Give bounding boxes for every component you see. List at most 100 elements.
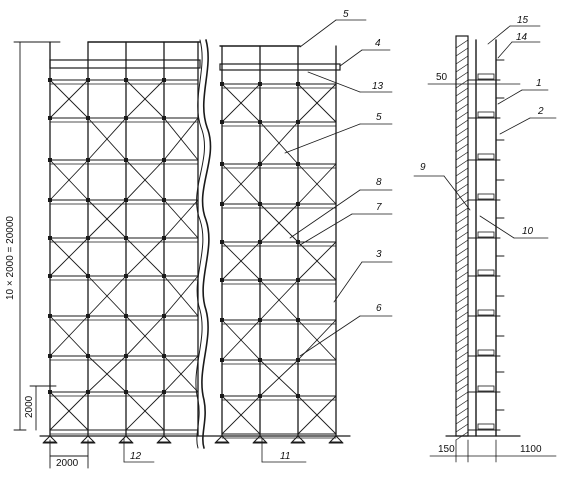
left-brace (125, 79, 165, 119)
callout-15: 15 (517, 15, 529, 26)
break-line-inner (195, 39, 206, 449)
side-deck-board (477, 153, 495, 160)
left-coupler (86, 314, 90, 318)
hatch-line (455, 183, 469, 193)
hatch-line (455, 351, 469, 361)
left-brace (87, 355, 127, 393)
left-coupler (86, 198, 90, 202)
right-coupler (296, 162, 300, 166)
left-coupler (162, 314, 166, 318)
top-platform (49, 59, 201, 69)
side-section: 50 150 1100 15 14 1 2 9 10 (413, 15, 557, 463)
callout-6: 6 (376, 303, 382, 314)
left-coupler (124, 314, 128, 318)
top-platform-right (219, 63, 341, 71)
right-coupler (296, 82, 300, 86)
dim-bay-width: 2000 (56, 458, 79, 469)
side-deck-board (477, 423, 495, 430)
left-brace (87, 275, 127, 317)
left-coupler (124, 354, 128, 358)
right-coupler (220, 240, 224, 244)
left-brace (125, 159, 165, 201)
right-coupler (296, 318, 300, 322)
callout-11: 11 (280, 451, 290, 462)
hatch-line (455, 55, 469, 65)
hatch-line (455, 103, 469, 113)
side-deck-board (477, 385, 495, 392)
right-coupler (220, 358, 224, 362)
right-brace (259, 121, 299, 165)
hatch-line (455, 359, 469, 369)
hatch-line (455, 399, 469, 409)
hatch-line (455, 303, 469, 313)
hatch-line (455, 375, 469, 385)
right-coupler (220, 202, 224, 206)
callout-5-top: 5 (343, 9, 349, 20)
left-coupler (162, 116, 166, 120)
left-coupler (124, 274, 128, 278)
hatch-line (455, 287, 469, 297)
hatch-line (455, 119, 469, 129)
left-brace (49, 315, 89, 357)
side-deck-board (477, 193, 495, 200)
hatch-line (455, 335, 469, 345)
right-coupler (258, 240, 262, 244)
right-brace (297, 83, 337, 123)
base-plate (252, 435, 268, 443)
side-deck-board (477, 73, 495, 80)
side-deck-board (477, 349, 495, 356)
right-coupler (258, 202, 262, 206)
hatch-line (455, 383, 469, 393)
left-coupler (124, 116, 128, 120)
callout-8: 8 (376, 177, 382, 188)
left-brace (163, 355, 199, 393)
right-coupler (258, 318, 262, 322)
left-coupler (162, 390, 166, 394)
hatch-line (455, 191, 469, 201)
right-coupler (258, 278, 262, 282)
hatch-line (455, 111, 469, 121)
base-plate (156, 435, 172, 443)
callout-5-mid: 5 (376, 112, 382, 123)
callout-13: 13 (372, 81, 384, 92)
hatch-line (455, 135, 469, 145)
hatch-line (455, 71, 469, 81)
left-coupler (48, 158, 52, 162)
base-plate (328, 435, 344, 443)
hatch-line (455, 423, 469, 433)
hatch-line (455, 239, 469, 249)
hatch-line (455, 87, 469, 97)
left-scaffold-section (48, 41, 199, 437)
base-plate (118, 435, 134, 443)
right-coupler (220, 394, 224, 398)
hatch-line (455, 247, 469, 257)
right-brace (221, 83, 261, 123)
left-coupler (124, 78, 128, 82)
hatch-line (455, 167, 469, 177)
right-coupler (220, 82, 224, 86)
right-brace (297, 241, 337, 281)
left-brace (87, 199, 127, 239)
right-brace (259, 203, 299, 243)
left-coupler (162, 354, 166, 358)
left-brace (125, 315, 165, 357)
callout-3: 3 (376, 249, 382, 260)
hatch-line (455, 151, 469, 161)
right-coupler (258, 162, 262, 166)
hatch-line (455, 295, 469, 305)
side-deck-board (477, 111, 495, 118)
left-coupler (48, 236, 52, 240)
dim-platform-width: 1100 (520, 444, 542, 455)
right-brace (259, 359, 299, 397)
right-coupler (258, 394, 262, 398)
right-coupler (220, 278, 224, 282)
left-brace (49, 237, 89, 277)
hatch-line (455, 215, 469, 225)
wall-hatching (455, 39, 469, 441)
callout-7: 7 (376, 202, 382, 213)
front-elevation (39, 39, 351, 449)
left-brace (163, 199, 199, 239)
left-brace (49, 391, 89, 431)
left-coupler (48, 198, 52, 202)
